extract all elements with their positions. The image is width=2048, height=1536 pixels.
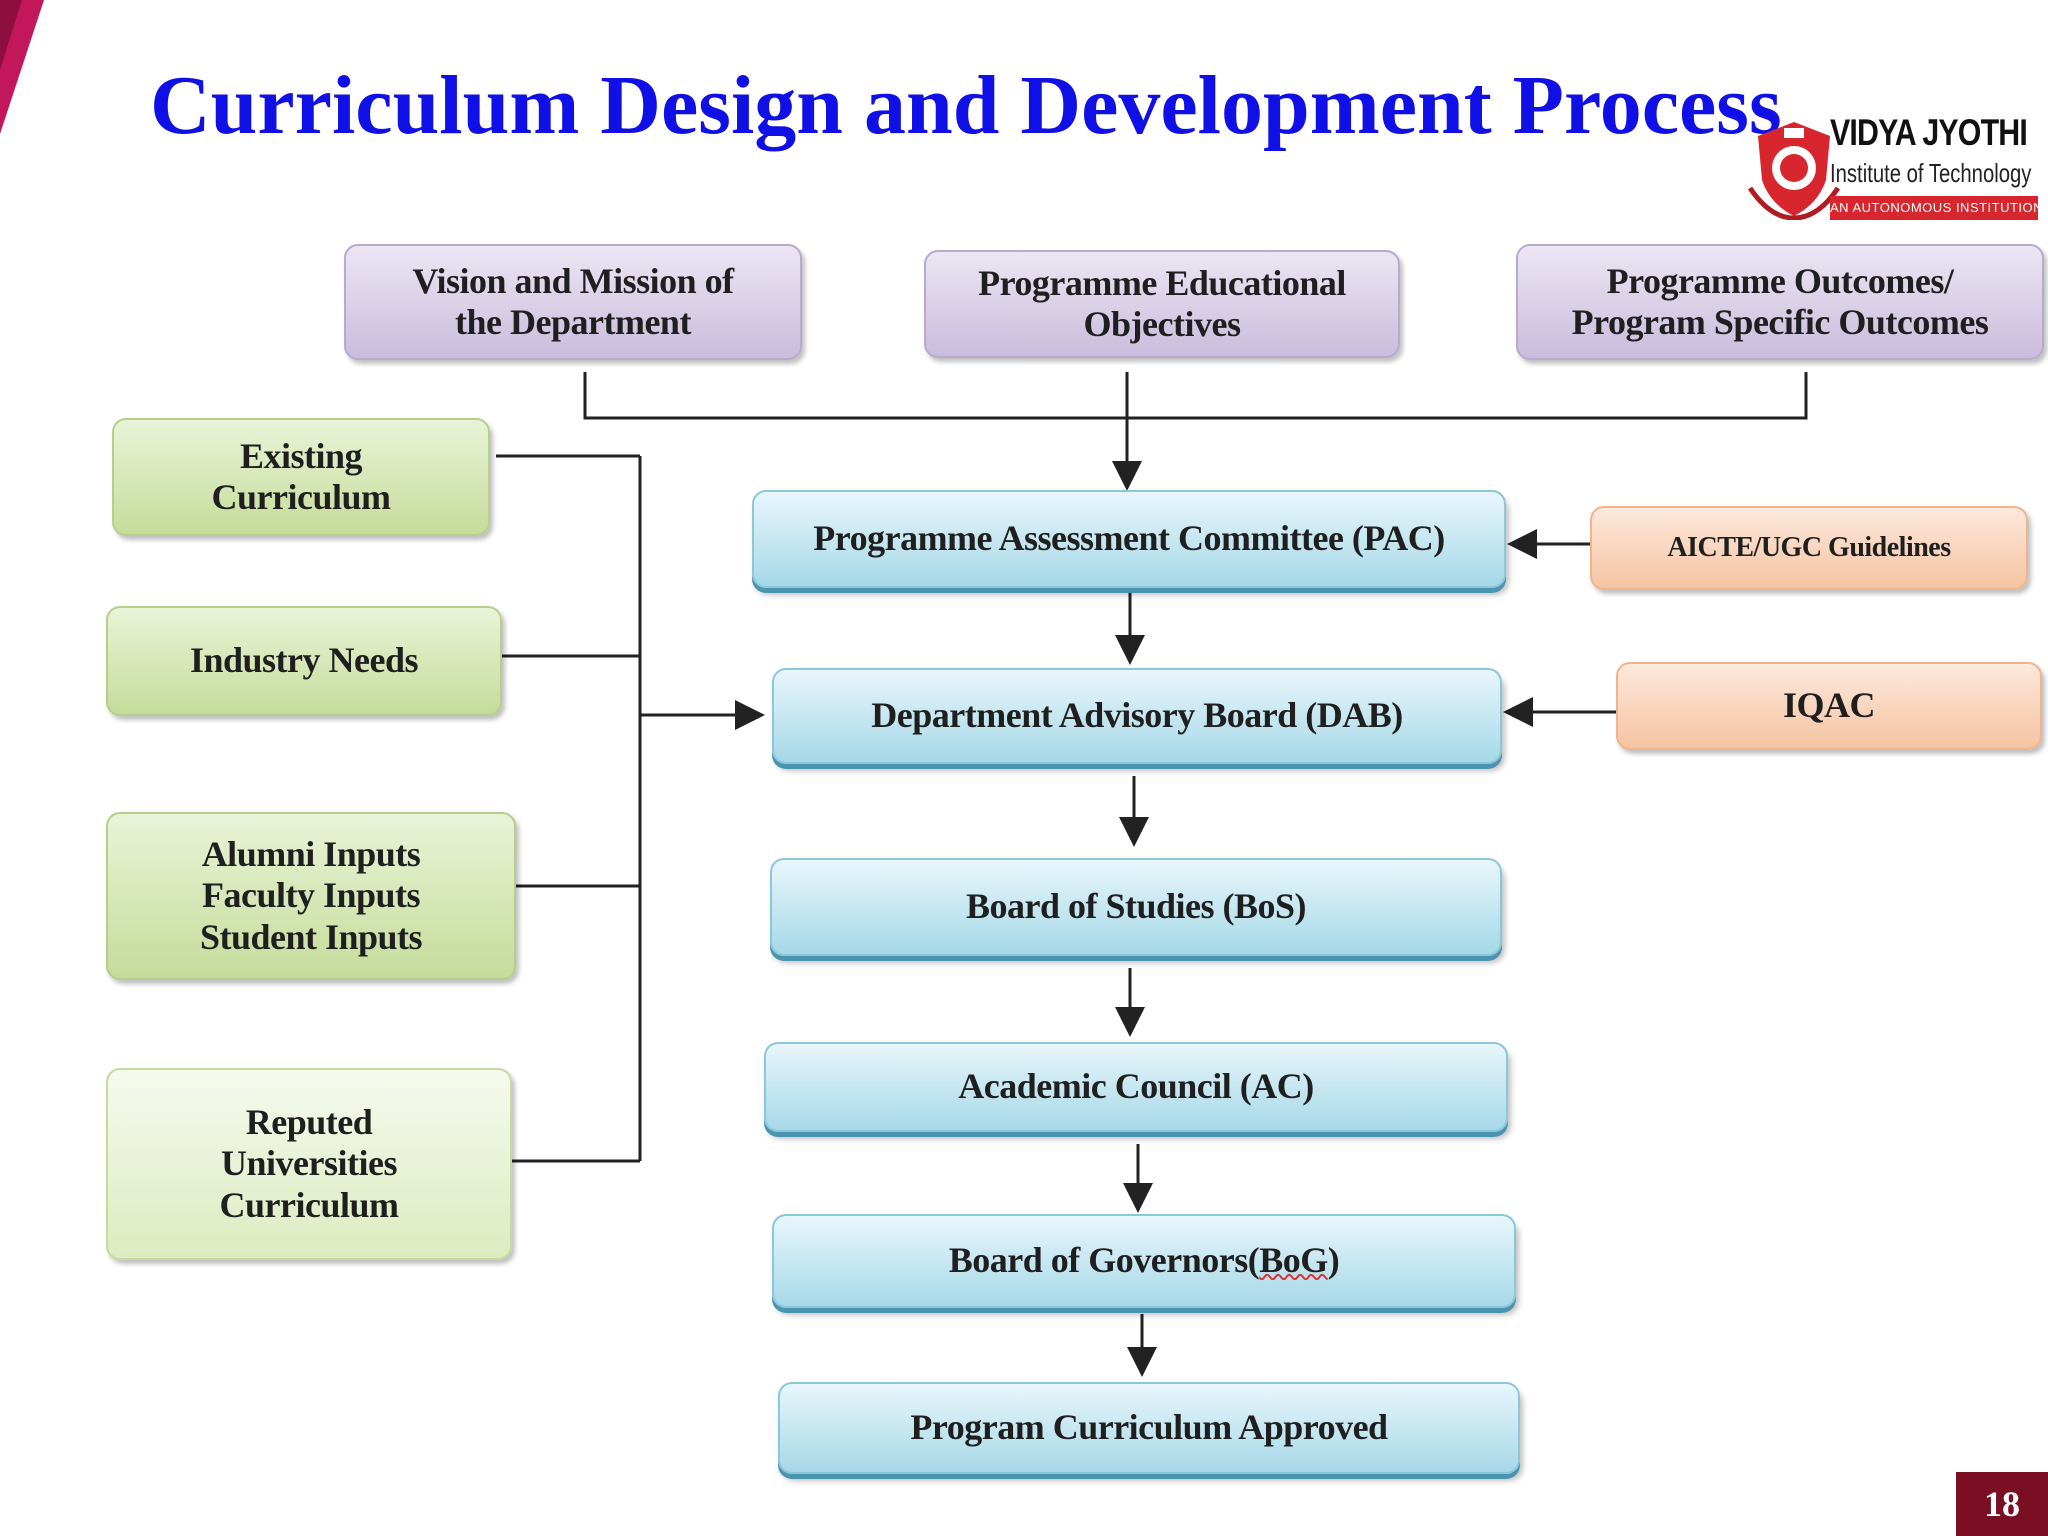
page-number: 18 <box>1956 1472 2048 1536</box>
dab-box: Department Advisory Board (DAB) <box>772 668 1502 764</box>
reputed-line-2: Universities <box>221 1143 397 1184</box>
bos-box: Board of Studies (BoS) <box>770 858 1502 956</box>
bog-box: Board of Governors(BoG) <box>772 1214 1516 1308</box>
bog-label-prefix: Board of Governors( <box>948 1240 1260 1281</box>
bog-label-acronym: BoG <box>1259 1240 1328 1281</box>
existing-curriculum-line-2: Curriculum <box>211 477 392 517</box>
pac-label: Programme Assessment Committee (PAC) <box>813 518 1445 559</box>
emblem-icon <box>1747 122 1841 220</box>
outcomes-line-2: Program Specific Outcomes <box>1571 302 1989 342</box>
objectives-line-1: Programme Educational <box>978 262 1346 303</box>
industry-needs-label: Industry Needs <box>189 640 419 681</box>
top-inputs-connector <box>583 372 1808 420</box>
alumni-inputs-label: Alumni Inputs <box>201 833 421 874</box>
curriculum-approved-label: Program Curriculum Approved <box>910 1407 1388 1448</box>
bog-label: Board of Governors(BoG) <box>948 1240 1340 1281</box>
page-title: Curriculum Design and Development Proces… <box>150 59 1782 152</box>
pac-box: Programme Assessment Committee (PAC) <box>752 490 1506 588</box>
faculty-inputs-label: Faculty Inputs <box>201 875 421 916</box>
academic-council-box: Academic Council (AC) <box>764 1042 1508 1132</box>
bog-label-suffix: ) <box>1327 1240 1340 1281</box>
academic-council-label: Academic Council (AC) <box>958 1066 1314 1107</box>
iqac-label: IQAC <box>1782 685 1876 726</box>
reputed-line-1: Reputed <box>245 1101 373 1142</box>
student-inputs-label: Student Inputs <box>199 916 423 957</box>
logo-name: VIDYA JYOTHI <box>1830 112 2028 153</box>
vision-mission-line-2: the Department <box>455 302 691 342</box>
objectives-line-2: Objectives <box>1083 304 1241 344</box>
logo-subtitle: Institute of Technology <box>1830 158 2032 188</box>
dab-label: Department Advisory Board (DAB) <box>871 695 1403 736</box>
reputed-line-3: Curriculum <box>219 1184 400 1225</box>
institute-logo: VIDYA JYOTHI Institute of Technology AN … <box>1746 112 2043 224</box>
curriculum-approved-box: Program Curriculum Approved <box>778 1382 1520 1474</box>
aicte-ugc-guidelines-box: AICTE/UGC Guidelines <box>1590 506 2028 590</box>
outcomes-line-1: Programme Outcomes/ <box>1606 260 1954 301</box>
vision-mission-line-1: Vision and Mission of <box>412 260 734 301</box>
corner-accent <box>0 0 44 134</box>
existing-curriculum-line-1: Existing <box>239 435 363 476</box>
programme-outcomes-box: Programme Outcomes/Program Specific Outc… <box>1516 244 2044 360</box>
aicte-ugc-label: AICTE/UGC Guidelines <box>1667 531 1951 563</box>
iqac-box: IQAC <box>1616 662 2042 750</box>
logo-tagline: AN AUTONOMOUS INSTITUTION <box>1830 196 2043 220</box>
industry-needs-box: Industry Needs <box>106 606 502 716</box>
bos-label: Board of Studies (BoS) <box>965 886 1307 927</box>
